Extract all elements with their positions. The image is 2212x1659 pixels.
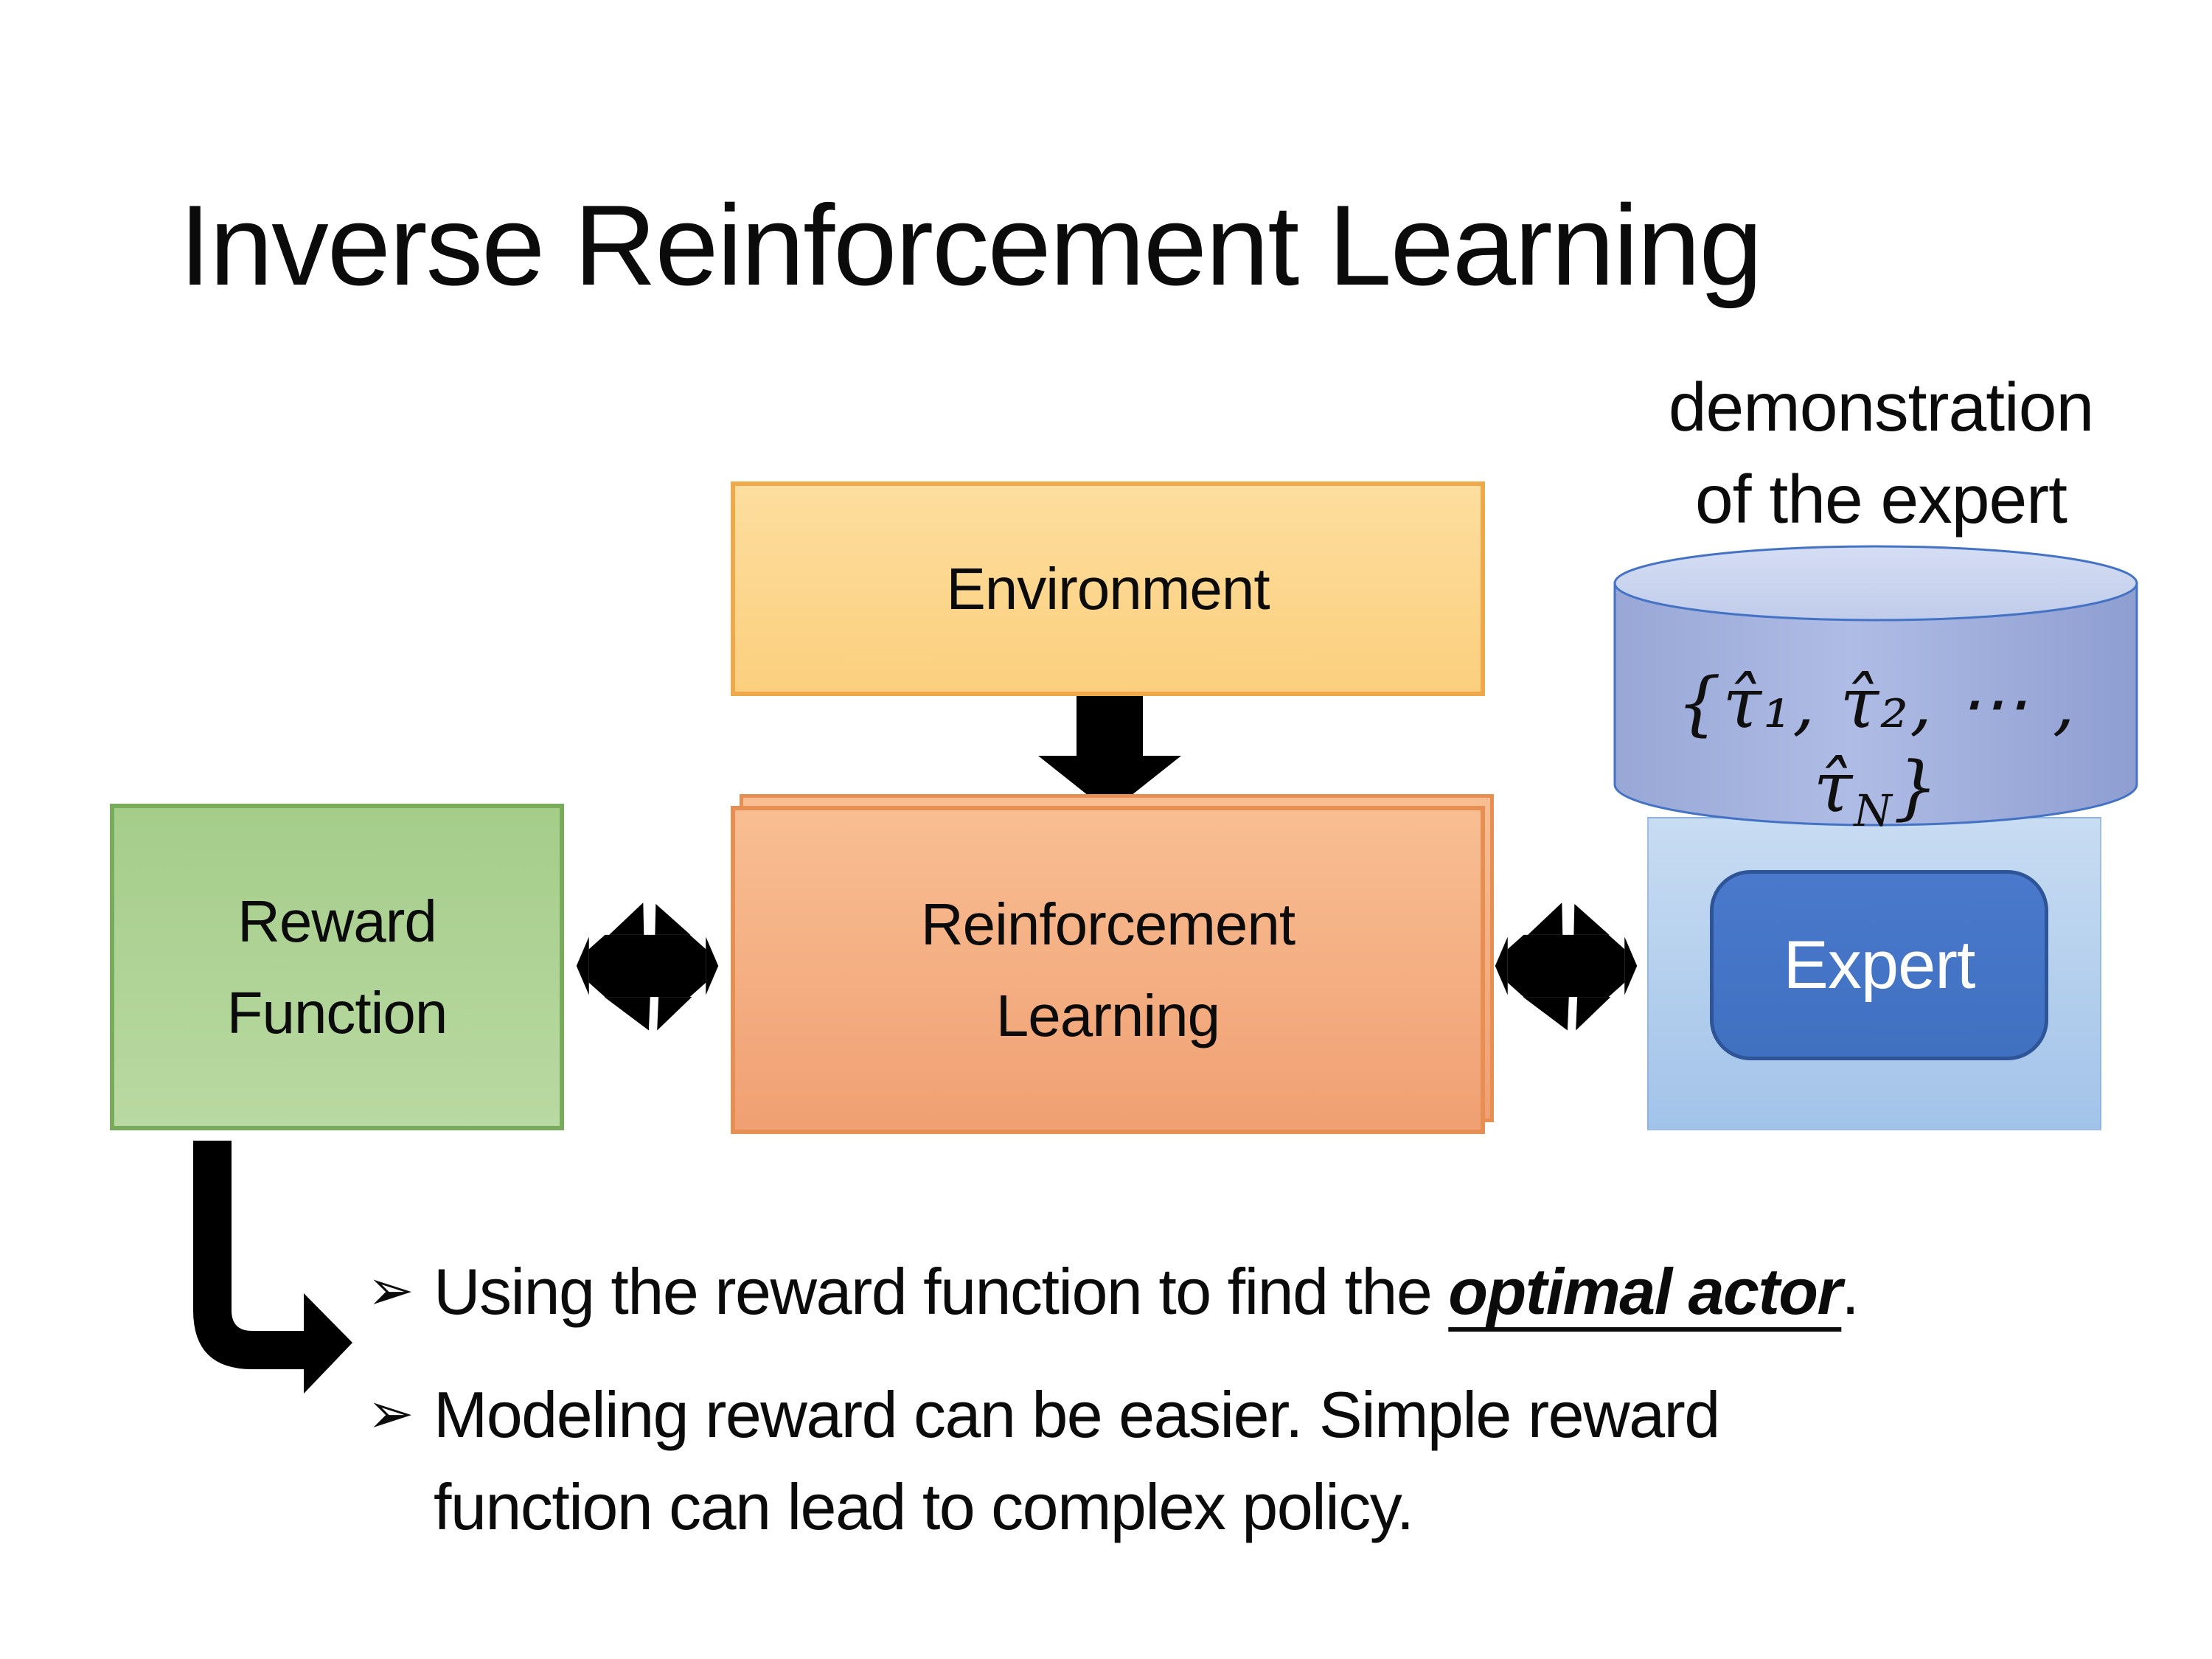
bullet-item-modeling-reward: Modeling reward can be easier. Simple re… [434,1378,1720,1543]
bullet1-emphasis: optimal actor [1448,1255,1843,1328]
demonstration-database-cylinder [1613,545,2138,827]
formula-subscript: N [1854,785,1893,836]
reinforcement-line1: Reinforcement [920,891,1295,957]
bullet1-post: . [1841,1255,1859,1328]
formula-pre: {τ̂₁, τ̂₂, ⋯ , τ̂ [1677,663,2076,828]
bullet-item-optimal-actor: Using the reward function to find the op… [434,1246,2100,1338]
demonstration-label-line1: demonstration [1668,369,2094,445]
expert-box: Expert [1710,870,2048,1060]
bullet-marker-icon: ➢ [367,1380,414,1446]
reward-to-bullets-elbow-arrow [193,1141,352,1394]
demonstration-label-line2: of the expert [1695,460,2067,538]
reward-line2: Function [226,979,448,1046]
reward-function-box: Reward Function [110,804,564,1130]
reinforcement-learning-label: Reinforcement Learning [921,879,1295,1062]
environment-box: Environment [731,481,1485,696]
reward-function-label: Reward Function [227,876,448,1059]
bullet-marker-icon: ➢ [367,1257,414,1323]
slide-title: Inverse Reinforcement Learning [179,181,1763,309]
formula-post: } [1893,747,1940,828]
reinforcement-line2: Learning [995,982,1220,1048]
reward-rl-double-arrow-icon [576,902,719,1031]
reward-line1: Reward [237,888,437,954]
reinforcement-learning-box: Reinforcement Learning [731,806,1485,1134]
trajectory-set-formula: {τ̂₁, τ̂₂, ⋯ , τ̂N} [1615,661,2138,832]
environment-label: Environment [946,555,1270,622]
demonstration-label: demonstration of the expert [1660,361,2102,545]
rl-expert-double-arrow-icon [1495,902,1638,1031]
expert-label: Expert [1783,927,1976,1003]
bullet1-pre: Using the reward function to find the [434,1255,1449,1328]
